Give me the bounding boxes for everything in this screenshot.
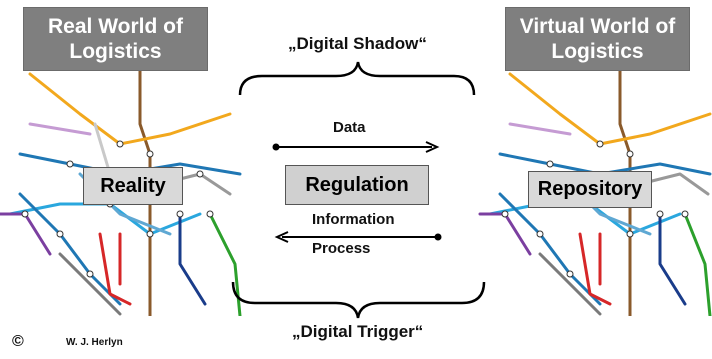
digital-trigger-label: „Digital Trigger“: [292, 322, 424, 341]
repository-box: Repository: [528, 171, 652, 208]
top-bracket: [238, 61, 476, 96]
author-credit: W. J. Herlyn: [66, 337, 123, 348]
copyright-icon: ©: [12, 333, 24, 350]
regulation-box: Regulation: [285, 165, 429, 205]
bottom-bracket: [231, 281, 486, 319]
real-world-title-line1: Real World of: [48, 15, 183, 38]
virtual-world-title-line1: Virtual World of: [519, 15, 676, 38]
reality-box: Reality: [83, 167, 183, 205]
data-label: Data: [333, 119, 366, 136]
process-label: Process: [312, 240, 371, 257]
digital-shadow-label: „Digital Shadow“: [288, 34, 427, 53]
data-arrow: [272, 141, 440, 153]
information-label: Information: [312, 211, 395, 228]
virtual-world-title-line2: Logistics: [551, 40, 644, 63]
information-arrow: [274, 231, 442, 243]
real-world-title-line2: Logistics: [69, 40, 162, 63]
